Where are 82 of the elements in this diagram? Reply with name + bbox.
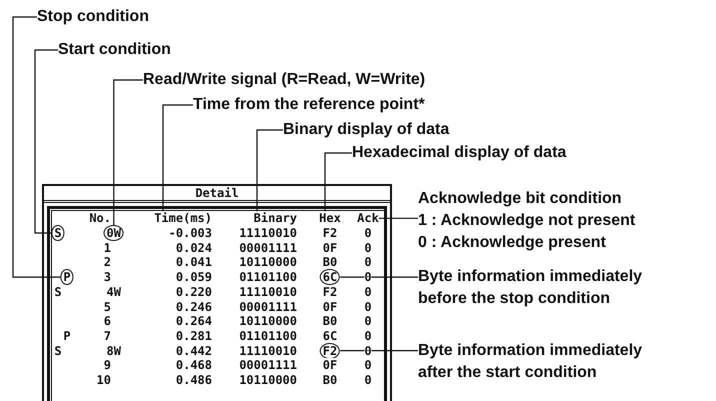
column-header: Time(ms) — [154, 211, 212, 226]
leader-line — [12, 16, 60, 278]
callout-label: Read/Write signal (R=Read, W=Write) — [143, 70, 426, 90]
table-value: 0.486 — [176, 373, 212, 387]
table-value: 0.059 — [176, 270, 212, 284]
table-value: 0 — [364, 255, 372, 270]
table-value: 0 — [364, 284, 372, 299]
table-value: 6C — [322, 328, 338, 343]
table-value: 11110010 — [239, 226, 297, 240]
table-value: 11110010 — [239, 284, 297, 299]
table-value: 0 — [364, 314, 372, 328]
table-value: 10110000 — [239, 373, 297, 387]
callout-label: Byte information immediately before the stop condition — [418, 267, 644, 309]
table-value: 0F — [322, 300, 338, 314]
table-value: B0 — [322, 373, 338, 387]
table-value: 0F — [322, 358, 338, 372]
table-value: 00001111 — [239, 240, 297, 255]
table-value: 00001111 — [239, 300, 297, 314]
leader-line — [340, 276, 418, 278]
table-value: 3 — [104, 270, 111, 284]
table-value: B0 — [322, 255, 338, 270]
condition-marker: P — [63, 328, 71, 343]
column-header: Hex — [319, 211, 341, 226]
circled-value: S — [51, 225, 65, 241]
table-value: 11110010 — [239, 344, 297, 358]
table-value: 0.246 — [176, 300, 212, 314]
table-value: 7 — [104, 328, 111, 343]
leader-line — [340, 350, 418, 352]
table-value: 5 — [104, 300, 111, 314]
callout-label: 1 : Acknowledge not present — [418, 211, 636, 231]
column-header: No. — [89, 211, 111, 226]
table-value: 01101100 — [239, 328, 297, 343]
table-value: 0 — [364, 373, 372, 387]
column-header: Binary — [254, 211, 297, 226]
table-value: F2 — [322, 226, 338, 240]
table-value: 0 — [364, 270, 372, 284]
callout-label: 0 : Acknowledge present — [418, 233, 607, 253]
table-value: 01101100 — [239, 270, 297, 284]
leader-line — [34, 49, 58, 234]
leader-line — [113, 79, 143, 225]
table-value: 1 — [104, 240, 111, 255]
circled-value: P — [60, 269, 74, 286]
table-value: 0.024 — [176, 240, 212, 255]
table-value: 00001111 — [239, 358, 297, 372]
window-title: Detail — [195, 186, 239, 200]
table-value: 8W — [106, 344, 121, 358]
table-value: B0 — [322, 314, 338, 328]
leader-line — [256, 129, 283, 212]
callout-label: Time from the reference point* — [193, 95, 425, 115]
condition-marker: S — [54, 344, 62, 358]
callout-label: Binary display of data — [283, 120, 450, 140]
table-value: 0 — [364, 328, 372, 343]
callout-label: Acknowledge bit condition — [418, 189, 623, 209]
table-value: 0 — [364, 240, 372, 255]
table-value: 6 — [104, 314, 111, 328]
callout-label: Stop condition — [37, 7, 149, 27]
table-value: 0 — [364, 358, 372, 372]
table-value: 0.442 — [176, 344, 212, 358]
table-value: 10110000 — [239, 314, 297, 328]
condition-marker: S — [54, 284, 62, 299]
table-value: -0.003 — [168, 226, 212, 240]
callout-label: Hexadecimal display of data — [352, 143, 566, 163]
column-header: Ack — [357, 211, 379, 226]
table-value: 10110000 — [239, 255, 297, 270]
table-value: 0.281 — [176, 328, 212, 343]
callout-label: Start condition — [58, 40, 171, 60]
table-value: F2 — [322, 284, 338, 299]
table-value: 0 — [364, 226, 372, 240]
table-value: 0F — [322, 240, 338, 255]
leader-line — [162, 104, 193, 212]
table-value: 0.468 — [176, 358, 212, 372]
table-value: 4W — [106, 284, 121, 299]
leader-line — [378, 218, 418, 219]
table-value: 0 — [364, 300, 372, 314]
table-value: 0.220 — [176, 284, 212, 299]
callout-label: Byte information immediately after the start condition — [418, 341, 644, 383]
leader-line — [324, 152, 352, 212]
table-value: 10 — [96, 373, 111, 387]
table-value: 0.041 — [176, 255, 212, 270]
table-value: 0 — [364, 344, 372, 358]
table-value: 9 — [104, 358, 111, 372]
table-value: 0.264 — [176, 314, 212, 328]
